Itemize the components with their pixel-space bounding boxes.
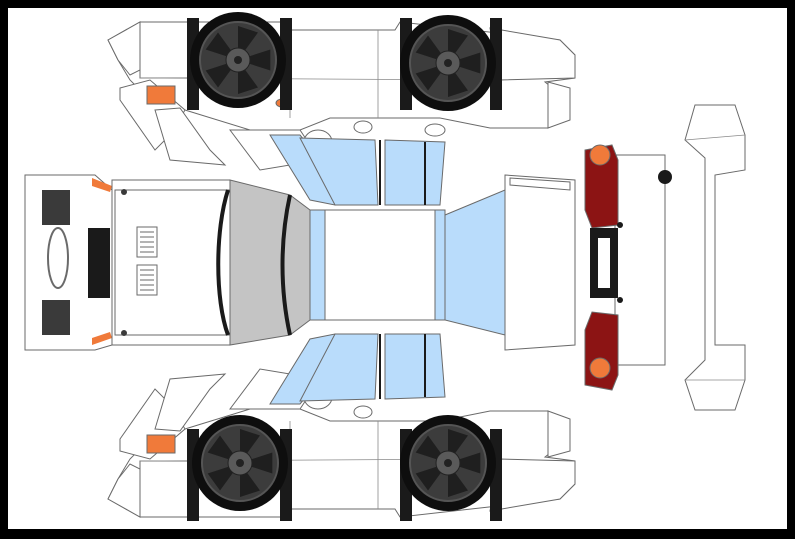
vent-icon: [136, 264, 158, 296]
rear-window: [444, 189, 506, 336]
vent-icon: [136, 226, 158, 258]
door-handle-icon: [353, 405, 373, 419]
grille-emblem: [47, 227, 69, 289]
bolt-icon: [617, 222, 623, 228]
wheel-icon: [192, 415, 288, 511]
wheel-icon: [400, 415, 496, 511]
roof-panel: [309, 209, 446, 321]
turn-signal: [146, 434, 176, 454]
door-handle-icon: [424, 123, 446, 137]
wheels: [190, 12, 496, 511]
spoiler: [684, 104, 746, 411]
hood: [111, 179, 311, 346]
side-windows-top: [269, 134, 446, 206]
bolt-icon: [121, 189, 127, 336]
front-nose: [24, 174, 113, 351]
turn-signal: [146, 85, 176, 105]
side-windows-bottom: [269, 333, 446, 405]
rear-bumper: [584, 144, 672, 391]
wheel-icon: [400, 15, 496, 111]
grille: [88, 228, 110, 298]
wheel-icon: [190, 12, 286, 108]
bolt-icon: [617, 297, 623, 303]
trunk: [504, 174, 576, 351]
door-handle-icon: [353, 120, 373, 134]
tow-hook: [658, 170, 672, 184]
